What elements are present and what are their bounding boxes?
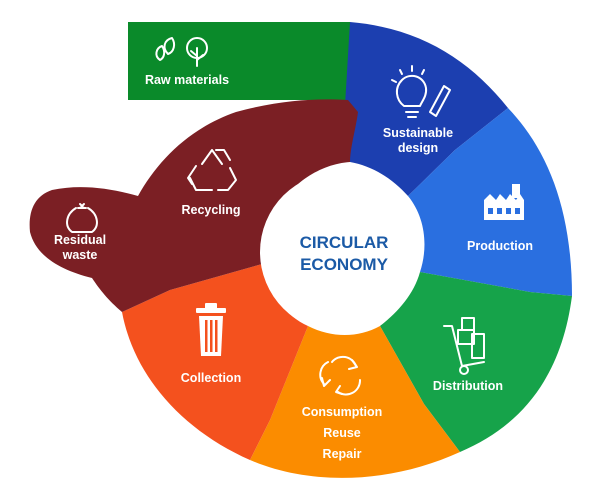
segment-collection: Collection: [122, 264, 308, 460]
cycle-arrows-icon: [319, 355, 362, 396]
trash-bin-icon: [196, 303, 226, 356]
sustainable-design-line2: design: [398, 141, 438, 155]
consumption-label: Consumption: [302, 405, 383, 419]
segment-raw-materials: Raw materials: [128, 22, 358, 100]
lightbulb-pencil-icon: [391, 65, 451, 118]
residual-waste-line1: Residual: [54, 233, 106, 247]
repair-label: Repair: [323, 447, 362, 461]
segment-consumption: Consumption Reuse Repair: [250, 326, 460, 478]
center-title-line1: CIRCULAR: [300, 233, 389, 252]
center-title-line2: ECONOMY: [300, 255, 389, 274]
factory-icon: [484, 184, 524, 220]
segment-sustainable-design: Sustainable design: [344, 22, 508, 196]
reuse-label: Reuse: [323, 426, 361, 440]
hand-truck-icon: [443, 317, 485, 375]
center-hub: CIRCULAR ECONOMY: [260, 172, 420, 332]
recycle-icon: [187, 149, 237, 191]
sustainable-design-line1: Sustainable: [383, 126, 453, 140]
collection-label: Collection: [181, 371, 241, 385]
segment-residual-waste: Residual waste: [54, 203, 106, 262]
raw-materials-label: Raw materials: [145, 73, 229, 87]
segment-distribution: Distribution: [380, 272, 572, 452]
segment-recycling: Recycling: [29, 99, 358, 312]
plant-leaf-tree-icon: [155, 37, 208, 67]
distribution-label: Distribution: [433, 379, 503, 393]
garbage-bag-icon: [66, 203, 98, 233]
recycling-label: Recycling: [181, 203, 240, 217]
segment-production: Production: [408, 108, 572, 296]
residual-waste-line2: waste: [62, 248, 98, 262]
production-label: Production: [467, 239, 533, 253]
